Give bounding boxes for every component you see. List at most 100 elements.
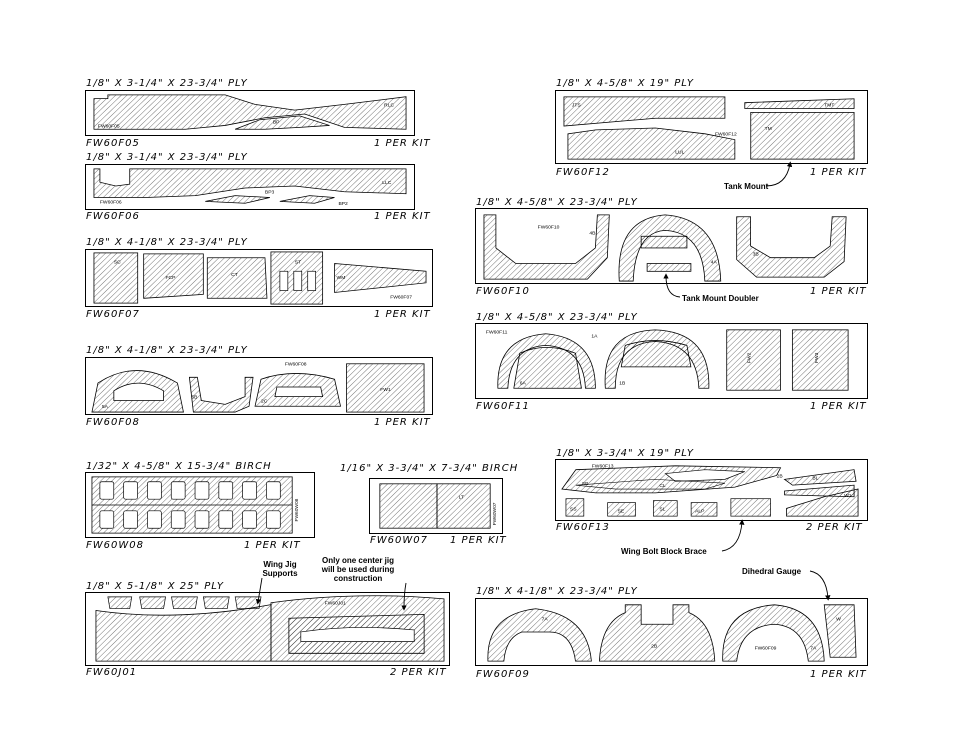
part-label: LT: [459, 494, 464, 500]
part-label: CL: [659, 483, 666, 489]
panel-quantity: 2 PER KIT: [390, 667, 447, 678]
part-label: W1: [844, 493, 852, 499]
panel-quantity: 1 PER KIT: [374, 417, 431, 428]
note-dihedral-gauge: Dihedral Gauge: [742, 567, 802, 576]
window-cutout: [242, 481, 257, 500]
part-label: 2C: [261, 398, 268, 404]
panel-part-number: FW60F11: [476, 401, 530, 412]
note-wing-bolt-block-brace: Wing Bolt Block Brace: [621, 547, 707, 556]
part-label: FW60F06: [100, 199, 122, 205]
part-label: 7A: [542, 616, 549, 622]
window-cutout: [123, 481, 138, 500]
part-label: TMT: [824, 103, 834, 109]
part-label: BP2: [338, 201, 348, 207]
note-tank-mount: Tank Mount: [724, 182, 769, 191]
part-label: FW60F09: [755, 646, 777, 652]
part-layout: FW60F10 4B 4A 3B: [483, 214, 847, 282]
panel-spec: 1/8" X 3-1/4" X 23-3/4" PLY: [86, 152, 248, 163]
panel-fw60w08: FW60W08: [85, 472, 315, 538]
part-label: SE: [618, 508, 625, 514]
panel-fw60f13: FW60F13 2B SB CL BL W1 SS SE SL ALP: [555, 459, 868, 521]
part-layout: FW60W08: [91, 476, 300, 534]
part-label: FCP: [166, 275, 176, 281]
part-label: TM: [765, 126, 772, 132]
panel-fw60w07: FW60W07 LT: [369, 478, 503, 534]
panel-spec: 1/8" X 4-1/8" X 23-3/4" PLY: [86, 237, 248, 248]
part-layout: FW60F06 BP3 BP2 LLC: [93, 168, 407, 207]
part-layout: FW60J01: [95, 595, 445, 662]
part-label: ALP: [695, 508, 704, 514]
part-label: 5A: [102, 404, 109, 410]
window-cutout: [266, 510, 281, 529]
panel-part-number: FW60F06: [86, 211, 140, 222]
part-label: 4A: [711, 260, 718, 266]
part-label: SB: [582, 481, 589, 487]
panel-fw60f06: FW60F06 BP3 BP2 LLC: [85, 164, 415, 210]
part-label: FW60F12: [715, 132, 737, 138]
part-label: 2B: [777, 473, 783, 479]
part-layout: FW60F05 RLC BP: [93, 94, 407, 130]
panel-quantity: 1 PER KIT: [810, 669, 867, 680]
window-cutout: [147, 481, 162, 500]
panel-fw60j01: FW60J01: [85, 592, 450, 666]
part-label: 1B: [619, 380, 626, 386]
window-cutout: [147, 510, 162, 529]
panel-part-number: FW60F09: [476, 669, 530, 680]
part-label: FW60W08: [294, 498, 300, 521]
panel-spec: 1/8" X 4-1/8" X 23-3/4" PLY: [86, 345, 248, 356]
part-label: FW60F05: [98, 123, 120, 129]
part-label: FW60F10: [538, 225, 560, 231]
panel-quantity: 1 PER KIT: [374, 211, 431, 222]
part-label: ST: [295, 260, 301, 266]
part-label: 1A: [591, 334, 598, 340]
panel-fw60f11: FW60F11 1A 6A 1B FW2 FW3: [475, 323, 868, 399]
panel-quantity: 2 PER KIT: [806, 522, 863, 533]
panel-part-number: FW60J01: [86, 667, 138, 678]
window-cutout: [194, 510, 210, 529]
part-label: FW60F07: [390, 294, 412, 300]
part-label: 7A: [810, 646, 817, 652]
panel-part-number: FW60F13: [556, 522, 610, 533]
window-cutout: [266, 481, 281, 500]
panel-part-number: FW60F12: [556, 167, 610, 178]
part-label: 3B: [753, 252, 760, 258]
part-label: FW60F08: [285, 362, 307, 368]
window-cutout: [218, 510, 234, 529]
part-layout: FW60W07 LT: [379, 483, 498, 529]
window-cutout: [99, 481, 115, 500]
panel-quantity: 1 PER KIT: [450, 535, 507, 546]
part-label: SS: [570, 506, 577, 512]
part-label: FW2: [747, 352, 753, 363]
part-label: JTS: [572, 103, 582, 109]
part-label: SL: [659, 506, 665, 512]
part-label: WM: [337, 275, 346, 281]
panel-spec: 1/8" X 5-1/8" X 25" PLY: [86, 581, 225, 592]
part-label: FW60F13: [592, 464, 614, 470]
panel-part-number: FW60W08: [86, 540, 144, 551]
part-layout: FW60F08 5A 5B 2C FW1: [91, 362, 425, 413]
part-layout: FW60F11 1A 6A 1B FW2 FW3: [486, 329, 849, 391]
note-line: Only one center jig: [321, 556, 394, 565]
panel-part-number: FW60F10: [476, 286, 530, 297]
window-cutout: [123, 510, 138, 529]
part-label: W: [836, 616, 841, 622]
part-label: BP: [273, 120, 280, 126]
part-label: FW60W07: [492, 502, 498, 525]
panel-part-number: FW60F08: [86, 417, 140, 428]
panel-spec: 1/8" X 4-5/8" X 23-3/4" PLY: [476, 197, 638, 208]
panel-fw60f08: FW60F08 5A 5B 2C FW1: [85, 357, 433, 415]
panel-fw60f09: 7A 2B FW60F09 7A W: [475, 598, 868, 666]
part-layout: SC FCP CT ST FW60F07 WM: [93, 251, 427, 305]
part-layout: JTS FW60F12 LUL TM TMT: [563, 96, 855, 160]
panel-fw60f12: JTS FW60F12 LUL TM TMT: [555, 90, 868, 164]
note-line: Wing Jig: [263, 560, 297, 569]
panel-spec: 1/8" X 3-3/4" X 19" PLY: [556, 448, 695, 459]
part-label: LLC: [382, 180, 392, 186]
panel-spec: 1/8" X 4-5/8" X 19" PLY: [556, 78, 695, 89]
panel-quantity: 1 PER KIT: [810, 286, 867, 297]
part-layout: FW60F13 2B SB CL BL W1 SS SE SL ALP: [561, 464, 859, 517]
panel-part-number: FW60F07: [86, 309, 140, 320]
panel-spec: 1/16" X 3-3/4" X 7-3/4" BIRCH: [340, 463, 519, 474]
part-label: 6A: [520, 380, 527, 386]
panel-quantity: 1 PER KIT: [810, 167, 867, 178]
